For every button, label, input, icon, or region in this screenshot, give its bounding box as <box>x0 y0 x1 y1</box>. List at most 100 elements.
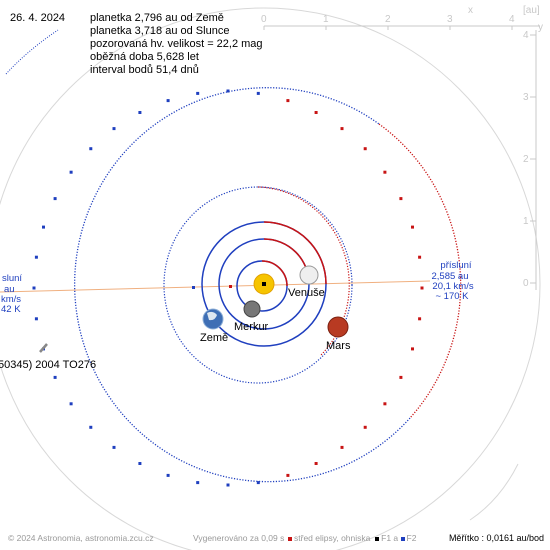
perihelion-distance: 2,585 au <box>432 271 469 282</box>
orbit-point-marker <box>418 255 422 259</box>
mercury-orbit-red <box>261 260 288 287</box>
orbit-point-marker <box>411 225 414 229</box>
x-tick-3: 3 <box>447 14 453 25</box>
orbit-point-marker <box>340 445 344 449</box>
orbit-point-marker <box>53 197 57 201</box>
info-line-magnitude: pozorovaná hv. velikost = 22,2 mag <box>90 38 263 50</box>
orbit-point-marker <box>196 481 200 485</box>
copyright-link[interactable]: © 2024 Astronomia, astronomia.zcu.cz <box>8 533 154 543</box>
orbit-point-marker <box>69 402 73 406</box>
x-tick-4: 4 <box>509 14 515 25</box>
orbit-point-marker <box>53 375 57 379</box>
asteroid-icon <box>39 343 48 353</box>
info-line-earth-distance: planetka 2,796 au od Země <box>90 12 224 24</box>
orbit-point-marker <box>34 255 38 259</box>
orbit-point-marker <box>363 425 367 429</box>
perihelion-speed: 20,1 km/s <box>432 281 473 292</box>
info-line-interval: interval bodů 51,4 dnů <box>90 64 199 76</box>
y-tick-4: 4 <box>523 30 529 41</box>
focus-f1-marker <box>262 282 266 286</box>
aphelion-speed: km/s <box>1 294 21 305</box>
y-tick-0: 0 <box>523 278 529 289</box>
axis-unit: [au] <box>523 5 540 16</box>
orbit-point-marker <box>138 462 142 465</box>
x-tick-2: 2 <box>385 14 391 25</box>
y-axis-symbol: y <box>538 22 543 33</box>
orbit-point-marker <box>226 89 230 93</box>
earth-land-shape <box>207 311 217 321</box>
orbit-point-marker <box>226 483 230 487</box>
orbit-point-marker <box>166 473 170 477</box>
orbit-point-marker <box>340 127 344 131</box>
legend-and: a <box>393 533 399 543</box>
orbit-point-marker <box>314 111 318 114</box>
legend-f2-label: F2 <box>406 533 417 543</box>
mercury-icon <box>243 300 261 318</box>
footer-legend: střed elipsy, ohniska F1 a F2 <box>288 533 416 543</box>
venus-icon <box>299 265 319 285</box>
asteroid-orbit-red <box>378 123 462 419</box>
orbit-point-marker <box>34 317 38 321</box>
corner-arc-bottom-right <box>469 463 519 521</box>
legend-f1-label: F1 <box>381 533 392 543</box>
legend-f1-swatch <box>375 536 380 541</box>
corner-arc-top-left <box>5 29 59 75</box>
orbit-point-marker <box>196 91 200 95</box>
reference-ring <box>0 7 541 550</box>
aphelion-title: sluní <box>2 273 22 284</box>
y-tick-3: 3 <box>523 92 529 103</box>
aphelion-distance: au <box>4 284 15 295</box>
orbit-point-marker <box>112 127 116 131</box>
orbit-point-marker <box>89 147 93 151</box>
date-label: 26. 4. 2024 <box>10 12 66 24</box>
info-line-period: oběžná doba 5,628 let <box>90 51 199 63</box>
y-tick-1: 1 <box>523 216 529 227</box>
ellipse-center-marker <box>229 285 232 288</box>
x-axis-symbol: x <box>468 5 473 16</box>
scale-label: Měřítko : 0,0161 au/bod <box>448 533 544 543</box>
perihelion-title: přísluní <box>440 260 472 271</box>
orbit-point-marker <box>418 317 422 321</box>
orbit-point-marker <box>411 347 414 351</box>
orbit-point-marker <box>383 402 387 406</box>
orbit-point-marker <box>399 375 403 379</box>
orbit-point-marker <box>89 425 93 429</box>
legend-center-swatch <box>288 536 292 541</box>
x-tick-1: 1 <box>323 14 329 25</box>
orbit-point-marker <box>256 91 260 95</box>
orbit-point-marker <box>363 147 367 151</box>
info-block: planetka 2,796 au od Země planetka 3,718… <box>90 12 263 77</box>
x-tick-0: 0 <box>261 14 267 25</box>
y-tick-2: 2 <box>523 154 529 165</box>
orbit-point-marker <box>32 286 36 290</box>
orbit-point-marker <box>138 111 142 114</box>
earth-label: Země <box>200 332 228 344</box>
orbit-point-marker <box>69 170 73 174</box>
orbit-point-marker <box>256 481 260 485</box>
orbit-point-marker <box>112 445 116 449</box>
orbit-point-marker <box>314 462 318 465</box>
orbit-point-marker <box>42 225 45 229</box>
asteroid-orbit-blue <box>73 87 411 483</box>
asteroid-label: 50345) 2004 TO276 <box>0 359 96 371</box>
aphelion-temp: 42 K <box>1 304 21 315</box>
orbit-point-marker <box>166 99 170 103</box>
orbit-point-marker <box>286 473 290 477</box>
info-line-sun-distance: planetka 3,718 au od Slunce <box>90 25 230 37</box>
focus-f2-marker <box>192 286 195 289</box>
legend-center-label: střed elipsy, ohniska <box>294 533 371 543</box>
orbit-point-marker <box>383 170 387 174</box>
axis-x <box>263 25 540 30</box>
legend-f2-swatch <box>400 536 405 541</box>
orbit-point-marker <box>399 197 403 201</box>
mars-icon <box>327 316 349 338</box>
mars-label: Mars <box>326 340 351 352</box>
generated-time: Vygenerováno za 0,09 s <box>193 533 285 543</box>
apsidal-line <box>0 280 431 293</box>
perihelion-temp: ~ 170 K <box>435 291 469 302</box>
axis-y <box>530 30 537 290</box>
mercury-label: Merkur <box>234 321 269 333</box>
orbit-point-marker <box>420 286 424 290</box>
earth-orbit-red <box>263 221 327 285</box>
